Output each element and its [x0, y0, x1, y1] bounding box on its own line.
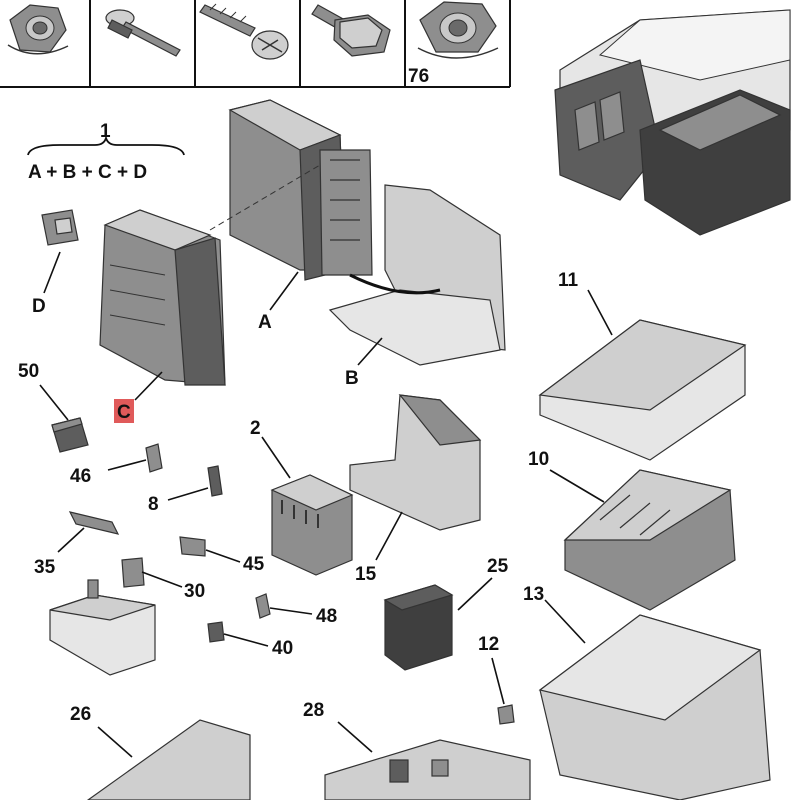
part-35-strap [68, 511, 120, 535]
callout-30: 30 [184, 581, 205, 602]
callout-C: C [117, 402, 131, 423]
callout-46: 46 [70, 466, 91, 487]
callout-40: 40 [272, 638, 293, 659]
assembly-brace: 1 A + B + C + D [27, 121, 185, 183]
part-b-bracket [328, 184, 506, 366]
battery-fusebox-assembly [554, 9, 791, 236]
callout-D: D [32, 296, 46, 317]
part-11-lid [538, 319, 747, 461]
part-2-module [270, 474, 354, 576]
callout-26: 26 [70, 704, 91, 725]
label-76: 76 [408, 66, 429, 87]
callout-12: 12 [478, 634, 499, 655]
callout-45: 45 [243, 554, 265, 575]
callout-10: 10 [528, 449, 549, 470]
callout-B: B [345, 368, 359, 389]
part-a-fusebox-body [209, 99, 373, 281]
callout-11: 11 [558, 270, 579, 291]
part-25-connector [383, 584, 454, 671]
part-30-fuse [121, 557, 145, 588]
callout-35: 35 [34, 557, 56, 578]
callout-28: 28 [303, 700, 324, 721]
hex-screw-icon [311, 4, 391, 57]
part-26-plate [86, 719, 251, 800]
callout-8: 8 [148, 494, 159, 515]
part-50-relay [51, 417, 89, 453]
part-13-tray [538, 614, 771, 800]
callout-A: A [258, 312, 272, 333]
callout-2: 2 [250, 418, 261, 439]
fastener-strip: 76 [0, 0, 511, 88]
part-46-fuse [145, 443, 163, 473]
flange-nut-icon [7, 4, 69, 55]
rivet-icon [105, 9, 181, 57]
part-28-board [324, 739, 531, 800]
large-flange-nut-icon [417, 1, 499, 59]
part-15-bracket [349, 394, 482, 531]
callout-50: 50 [18, 361, 39, 382]
screw-icon [199, 3, 289, 60]
callout-C-highlight [114, 399, 134, 423]
part-c-housing [99, 209, 226, 386]
callout-13: 13 [523, 584, 544, 605]
part-d-cover [41, 209, 79, 246]
assembly-number: 1 [100, 121, 111, 142]
part-45-fuse [179, 536, 206, 557]
part-48-fuse [255, 593, 271, 619]
terminal-block [49, 579, 156, 676]
part-8-fuse [207, 465, 223, 497]
part-12-clip [497, 704, 515, 725]
part-10-fusebox [563, 469, 736, 611]
assembly-formula: A + B + C + D [28, 162, 147, 183]
part-40-fuse [207, 621, 225, 643]
callout-15: 15 [355, 564, 377, 585]
callout-48: 48 [316, 606, 337, 627]
callout-25: 25 [487, 556, 509, 577]
